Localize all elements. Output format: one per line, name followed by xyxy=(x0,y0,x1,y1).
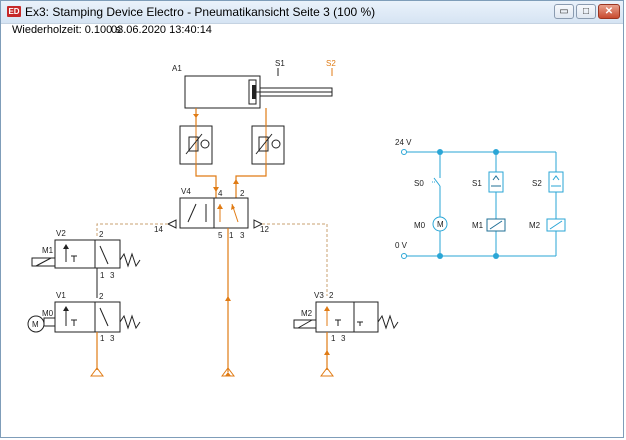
voltage-0v-label: 0 V xyxy=(395,241,408,250)
valve-v3[interactable] xyxy=(293,301,399,333)
solenoid-m0-label: M0 xyxy=(42,309,54,318)
sensor-s2-electric-label: S2 xyxy=(532,179,542,188)
close-button[interactable]: ✕ xyxy=(598,4,620,19)
sensor-s2-symbol[interactable] xyxy=(548,171,564,193)
flow-control-valve-right[interactable] xyxy=(251,125,285,165)
v2-port-3: 3 xyxy=(110,271,115,280)
v4-port-4: 4 xyxy=(218,189,223,198)
v1-port-3: 3 xyxy=(110,334,115,343)
v2-port-2: 2 xyxy=(99,230,104,239)
v1-port-2: 2 xyxy=(99,292,104,301)
coil-m2-symbol xyxy=(546,218,566,232)
sensor-s1-label: S1 xyxy=(275,59,285,68)
v4-port-3: 3 xyxy=(240,231,245,240)
valve-v1-label: V1 xyxy=(56,291,66,300)
valve-v4-label: V4 xyxy=(181,187,191,196)
sensor-s2-label: S2 xyxy=(326,59,336,68)
app-icon: ED xyxy=(7,6,21,17)
coil-m1-label: M1 xyxy=(472,221,484,230)
v4-port-1: 1 xyxy=(229,231,234,240)
sensor-s1-symbol[interactable] xyxy=(488,171,504,193)
v2-port-1: 1 xyxy=(100,271,105,280)
electrical-circuit xyxy=(401,149,557,259)
valve-v2[interactable] xyxy=(31,239,141,269)
v3-port-3: 3 xyxy=(341,334,346,343)
valve-v4[interactable] xyxy=(179,197,249,229)
v3-port-2: 2 xyxy=(329,291,334,300)
voltage-24v-label: 24 V xyxy=(395,138,412,147)
solenoid-m1-label: M1 xyxy=(42,246,54,255)
flow-control-valve-left[interactable] xyxy=(179,125,213,165)
coil-m2-label: M2 xyxy=(529,221,541,230)
minimize-button[interactable]: ▭ xyxy=(554,4,574,19)
v4-pilot-12: 12 xyxy=(260,225,269,234)
cylinder-a1[interactable] xyxy=(184,75,333,109)
solenoid-m2-label: M2 xyxy=(301,309,313,318)
v3-port-1: 1 xyxy=(331,334,336,343)
motor-m0-symbol xyxy=(432,216,448,232)
title-bar[interactable]: ED Ex3: Stamping Device Electro - Pneuma… xyxy=(1,1,623,24)
motor-m0-electric-label: M0 xyxy=(414,221,426,230)
motor-m-electric-label: M xyxy=(437,220,444,229)
v1-port-1: 1 xyxy=(100,334,105,343)
timestamp-label: 03.06.2020 13:40:14 xyxy=(111,24,212,36)
coil-m1-symbol xyxy=(486,218,506,232)
maximize-button[interactable]: □ xyxy=(576,4,596,19)
v4-port-2: 2 xyxy=(240,189,245,198)
valve-v1[interactable] xyxy=(27,301,141,333)
cylinder-label: A1 xyxy=(172,64,182,73)
sensor-s1-electric-label: S1 xyxy=(472,179,482,188)
window-title: Ex3: Stamping Device Electro - Pneumatik… xyxy=(25,5,376,19)
valve-v3-label: V3 xyxy=(314,291,324,300)
switch-s0-label: S0 xyxy=(414,179,424,188)
valve-v2-label: V2 xyxy=(56,229,66,238)
replay-time-label: Wiederholzeit: 0.100 s xyxy=(12,24,121,36)
v4-pilot-14: 14 xyxy=(154,225,163,234)
switch-s0[interactable] xyxy=(432,174,444,190)
motor-m-label: M xyxy=(32,320,39,329)
v4-port-5: 5 xyxy=(218,231,223,240)
